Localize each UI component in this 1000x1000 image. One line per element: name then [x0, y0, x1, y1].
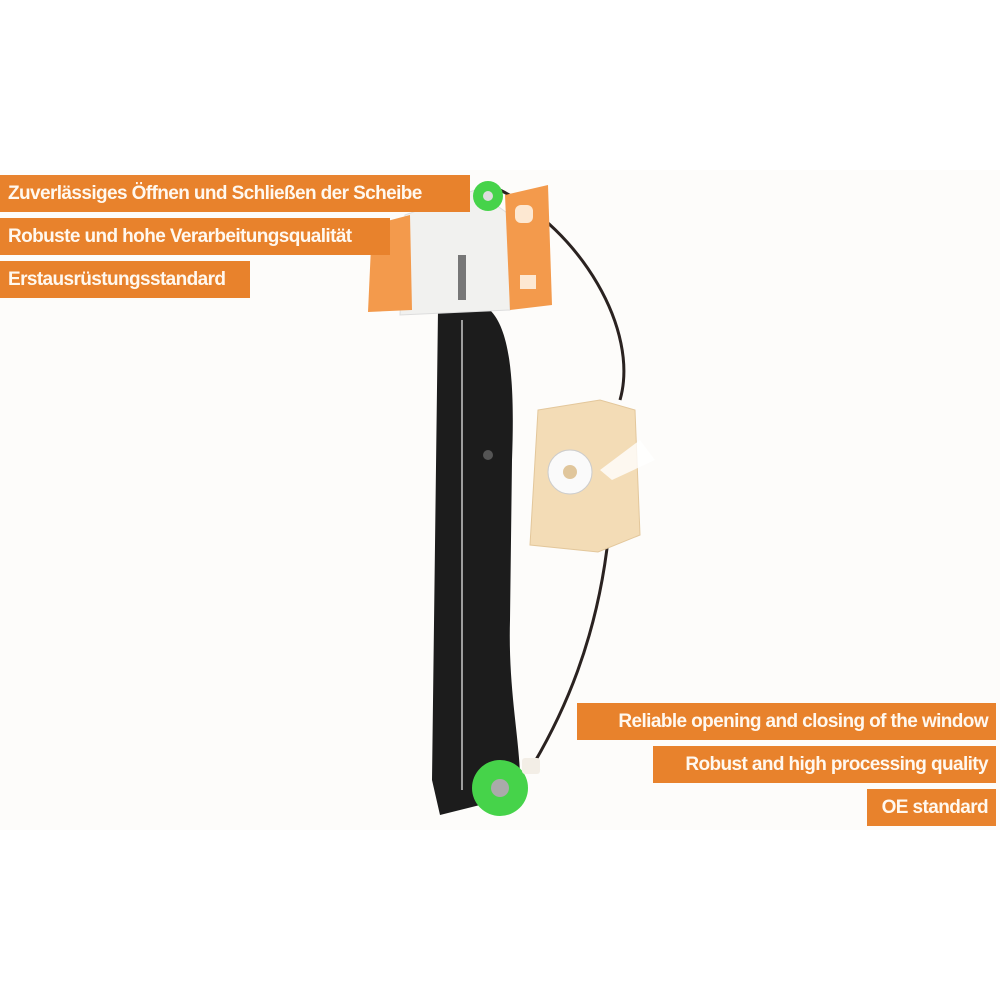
feature-label-en-robust: Robust and high processing quality [653, 746, 996, 783]
feature-label-de-robust: Robuste und hohe Verarbeitungsqualität [0, 218, 390, 255]
spool-hub [563, 465, 577, 479]
feature-label-en-oe: OE standard [867, 789, 996, 826]
cable-end-fitting [522, 758, 540, 774]
guide-rail [432, 310, 520, 815]
cable-lower [528, 519, 612, 771]
bracket-hole [515, 205, 533, 223]
feature-label-de-reliable: Zuverlässiges Öffnen und Schließen der S… [0, 175, 470, 212]
bracket-right [505, 185, 552, 310]
rail-bolt [483, 450, 493, 460]
bracket-hole [520, 275, 536, 289]
carrier-clip [458, 255, 466, 300]
pulley-hub [491, 779, 509, 797]
cable-tie [600, 440, 655, 480]
feature-label-en-reliable: Reliable opening and closing of the wind… [577, 703, 996, 740]
feature-label-de-oe: Erstausrüstungsstandard [0, 261, 250, 298]
pulley-hub [483, 191, 493, 201]
